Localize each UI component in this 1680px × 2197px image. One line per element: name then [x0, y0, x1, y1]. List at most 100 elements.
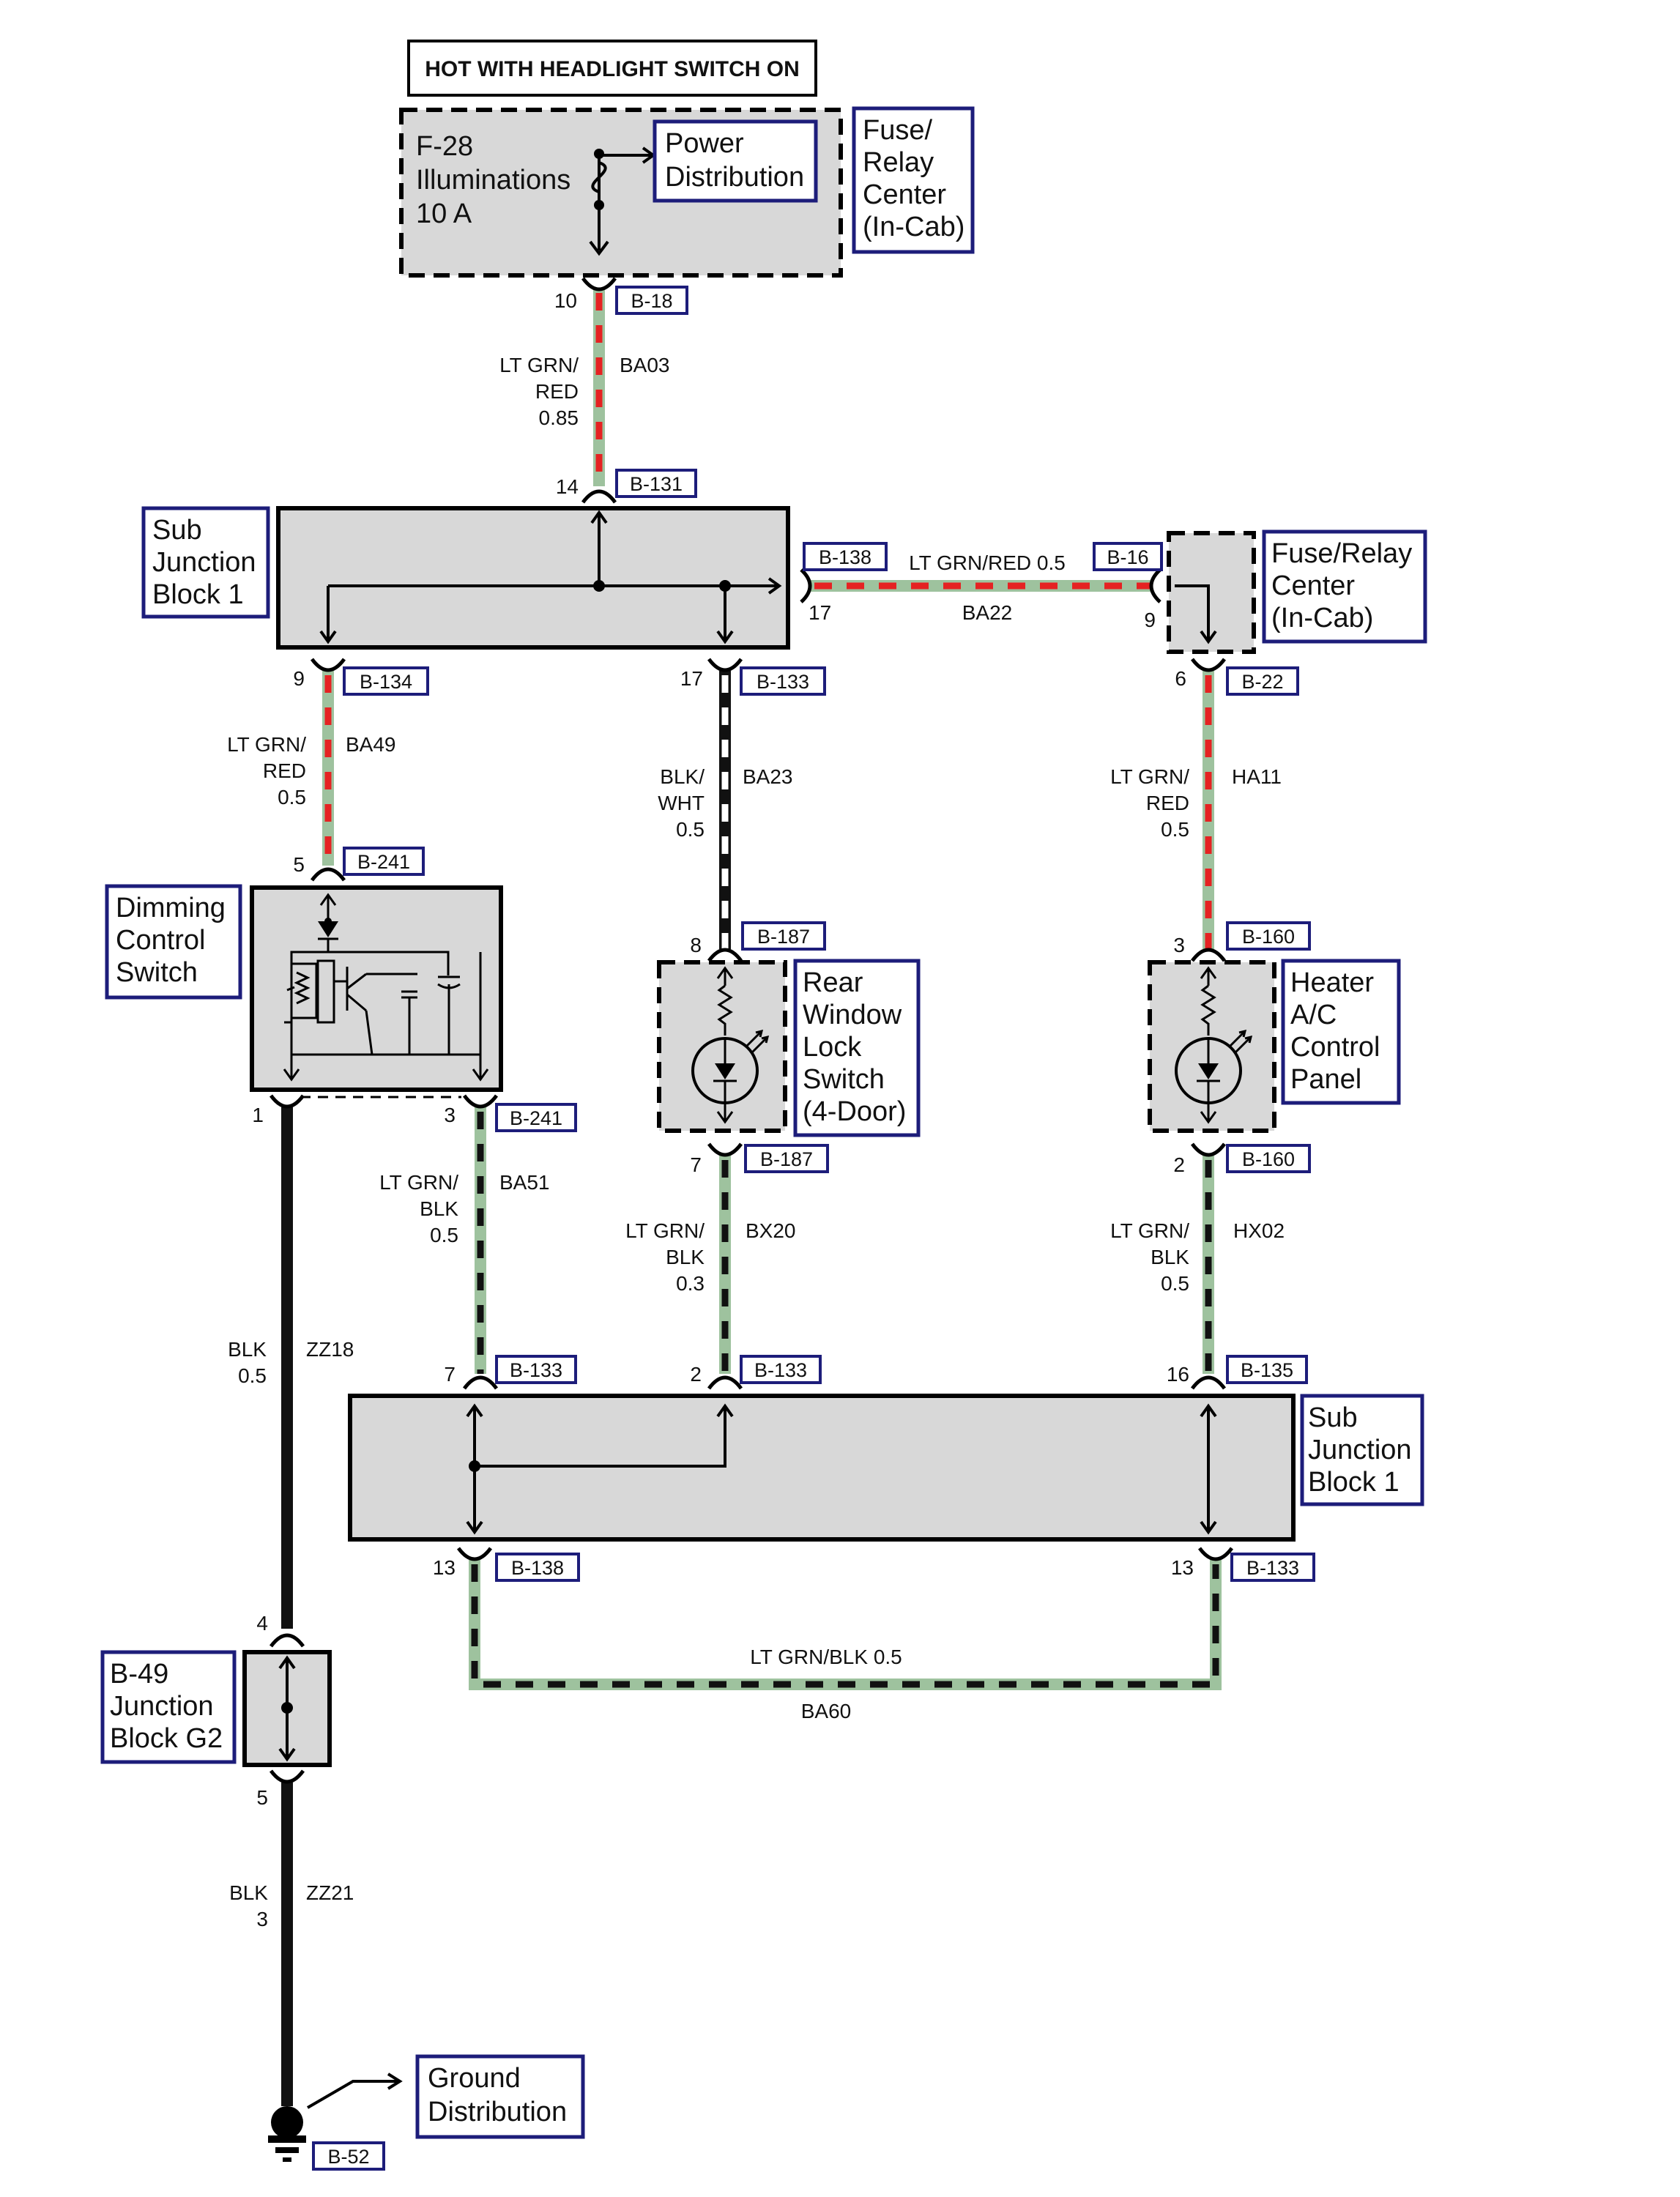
connector-b133-top[interactable]	[740, 666, 826, 696]
ground-distribution-link[interactable]	[415, 2054, 585, 2139]
fuse-relay-text: (In-Cab)	[1271, 603, 1373, 633]
internal-arrowhead	[278, 1655, 296, 1670]
connector-b160-top[interactable]	[1226, 921, 1311, 951]
wire-size: 0.5	[238, 1364, 267, 1387]
wire-color: BLK	[420, 1197, 458, 1220]
dimming-switch-text: Control	[116, 925, 206, 956]
heater-panel-text: Panel	[1290, 1064, 1361, 1095]
fuse-node	[594, 200, 604, 210]
wire-color: BLK	[229, 1881, 268, 1904]
fuse-relay-center-text: (In-Cab)	[863, 212, 964, 242]
connector-b52[interactable]	[312, 2141, 385, 2171]
connector-b138-pin	[456, 1547, 493, 1561]
connector-b135[interactable]	[1226, 1355, 1308, 1384]
connector-b16[interactable]	[1093, 542, 1163, 571]
connector-b18[interactable]	[615, 286, 688, 315]
fuse-name: Illuminations	[416, 165, 570, 196]
connector-b22-pin	[1190, 658, 1227, 672]
hot-label-box	[407, 40, 817, 97]
pin-label: 8	[690, 934, 702, 956]
wire-id: ZZ21	[306, 1881, 354, 1904]
ground-arrowhead	[387, 2073, 403, 2090]
connector-label: B-138	[819, 546, 871, 568]
heater-panel-text: Control	[1290, 1032, 1380, 1063]
wire-color: LT GRN/	[499, 354, 579, 376]
ground-distribution-arrow	[306, 2080, 398, 2109]
wire-color: LT GRN/	[1110, 1219, 1189, 1242]
sub-junction-block-label-bottom	[1300, 1394, 1424, 1506]
connector-b134[interactable]	[343, 666, 429, 696]
pin-label: 13	[433, 1556, 456, 1579]
internal-wire	[1175, 584, 1210, 642]
connector-b131[interactable]	[615, 469, 697, 498]
wire-color: BLK/	[660, 765, 705, 788]
connector-b133-left[interactable]	[495, 1355, 577, 1384]
wire-color: LT GRN/	[1110, 765, 1189, 788]
connector-b131-pin	[581, 489, 617, 504]
connector-label: B-133	[757, 671, 809, 693]
connector-b241-top[interactable]	[343, 847, 425, 876]
junction-block-text: Block G2	[110, 1723, 223, 1754]
connector-label: B-187	[757, 926, 810, 948]
wire-color: RED	[535, 380, 579, 403]
connector-b160-bottom[interactable]	[1226, 1144, 1311, 1173]
fuse-relay-center-label	[852, 106, 975, 254]
dimmer-circuit-icon	[283, 893, 489, 1082]
internal-node	[593, 580, 605, 592]
fuse-relay-text: Fuse/Relay	[1271, 538, 1412, 569]
connector-b241-pin	[462, 1094, 499, 1109]
pin-label: 13	[1171, 1556, 1194, 1579]
connector-b138-bottom[interactable]	[495, 1553, 580, 1582]
connector-b133-bottom[interactable]	[1230, 1553, 1315, 1582]
connector-b133-mid[interactable]	[740, 1355, 822, 1384]
wire-size: 0.5	[278, 786, 306, 808]
heater-panel-text: A/C	[1290, 1000, 1337, 1030]
wire-size: 0.85	[539, 406, 579, 429]
power-distribution-link[interactable]	[653, 119, 818, 203]
sub-junction-text: Junction	[1308, 1435, 1412, 1465]
wire-color: LT GRN/	[625, 1219, 705, 1242]
sub-junction-text: Block 1	[152, 579, 244, 610]
internal-arrowhead	[767, 577, 782, 595]
pin-label: 4	[256, 1612, 268, 1635]
connector-b241-bottom[interactable]	[495, 1103, 577, 1132]
connector-b241-pin	[310, 867, 346, 882]
connector-b22[interactable]	[1226, 666, 1299, 696]
pin-label: 14	[556, 475, 579, 498]
sub-junction-text: Block 1	[1308, 1467, 1400, 1498]
ground-distribution-text: Ground	[428, 2063, 521, 2094]
pin-label: 9	[293, 667, 305, 690]
wire-size: 0.5	[1161, 1272, 1189, 1295]
connector-b160-pin	[1190, 1142, 1227, 1157]
connector-pin	[269, 1094, 305, 1109]
connector-label: B-160	[1242, 926, 1295, 948]
connector-b138-top[interactable]	[803, 542, 888, 571]
pin-label: 7	[690, 1153, 702, 1176]
heater-ac-control-panel	[1148, 960, 1276, 1133]
internal-arrowhead	[1200, 1403, 1217, 1418]
wire-id: BA60	[801, 1700, 852, 1722]
pin-label: 3	[444, 1104, 456, 1126]
junction-block-text: Junction	[110, 1691, 214, 1722]
internal-arrowhead	[1200, 630, 1217, 644]
connector-label: B-241	[510, 1107, 562, 1129]
ground-distribution-text: Distribution	[428, 2097, 567, 2127]
connector-label: B-138	[511, 1557, 564, 1579]
heater-panel-text: Heater	[1290, 967, 1374, 998]
connector-b187-bottom[interactable]	[744, 1144, 829, 1173]
wire-size: 3	[256, 1908, 268, 1930]
pin-label: 6	[1175, 667, 1186, 690]
connector-label: B-187	[760, 1148, 813, 1170]
sub-junction-text: Sub	[1308, 1402, 1358, 1433]
internal-node	[469, 1460, 480, 1472]
power-distribution-text: Power	[665, 128, 744, 159]
sub-junction-text: Sub	[152, 515, 202, 546]
connector-pin	[269, 1769, 305, 1784]
pin-label: 7	[444, 1363, 456, 1386]
connector-b18-pin	[581, 277, 617, 291]
wire-color: LT GRN/	[379, 1171, 458, 1194]
connector-b134-pin	[310, 658, 346, 672]
connector-label: B-16	[1107, 546, 1148, 568]
connector-b187-top[interactable]	[741, 921, 826, 951]
